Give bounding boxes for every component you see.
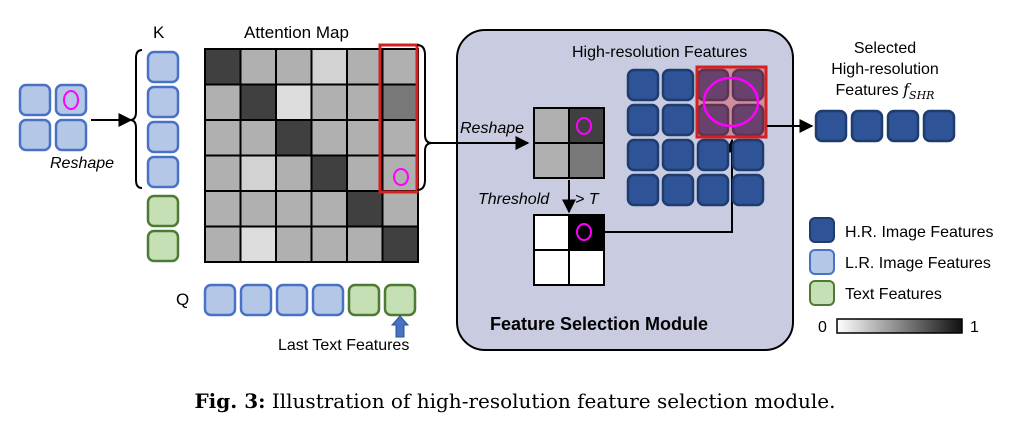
reshape-cell [533, 107, 570, 144]
k-label: K [153, 23, 165, 42]
hr-feature-cell [696, 173, 730, 207]
gt-t-label: > T [575, 191, 600, 208]
figure-caption: Fig. 3: Illustration of high-resolution … [194, 389, 835, 413]
arrow-to-hr [604, 138, 739, 233]
attention-cell [239, 119, 277, 157]
attn-bracket [416, 44, 433, 191]
attention-cell [310, 83, 348, 121]
attention-cell [381, 225, 419, 263]
reshape-cell [568, 142, 605, 179]
threshold-cell [533, 249, 570, 286]
attention-cell [239, 190, 277, 228]
attention-highlight [378, 43, 419, 194]
hr-feature-cell [661, 68, 695, 102]
legend-swatch-lr [809, 249, 835, 275]
scale-max-label: 1 [970, 319, 979, 336]
hr-feature-cell [626, 173, 660, 207]
threshold-label: Threshold [478, 191, 550, 208]
attention-cell [381, 119, 419, 157]
magenta-marker-threshold [576, 223, 592, 241]
hr-feature-cell [661, 138, 695, 172]
attention-cell [275, 154, 313, 192]
attention-cell [310, 119, 348, 157]
q-row [203, 283, 417, 317]
attention-cell [239, 154, 277, 192]
magenta-marker-attn [393, 168, 409, 186]
magenta-marker-hr [702, 76, 760, 128]
reshape-left-label: Reshape [50, 155, 114, 172]
q-label: Q [176, 290, 189, 309]
attention-cell [204, 83, 242, 121]
attention-cell [381, 48, 419, 86]
attention-cell [239, 48, 277, 86]
threshold-cell [568, 249, 605, 286]
attention-cell [346, 154, 384, 192]
hr-features-title: High-resolution Features [572, 44, 747, 61]
attention-cell [239, 225, 277, 263]
last-text-label: Last Text Features [278, 337, 409, 354]
selected-line3: Features fSHR [836, 80, 935, 102]
attention-cell [204, 190, 242, 228]
attention-cell [204, 119, 242, 157]
module-title: Feature Selection Module [490, 314, 708, 334]
attention-cell [381, 83, 419, 121]
attention-cell [275, 48, 313, 86]
attention-cell [275, 190, 313, 228]
attention-cell [381, 190, 419, 228]
attention-cell [346, 190, 384, 228]
attention-cell [275, 119, 313, 157]
k-bracket [129, 49, 143, 189]
hr-feature-cell [626, 138, 660, 172]
attention-cell [346, 83, 384, 121]
selected-hr-row [814, 109, 956, 143]
k-column [146, 50, 180, 263]
hr-feature-cell [696, 138, 730, 172]
attention-cell [204, 154, 242, 192]
attention-cell [310, 154, 348, 192]
scale-bar [836, 318, 963, 334]
lr-token-grid [18, 83, 88, 152]
attention-cell [346, 225, 384, 263]
attention-cell [310, 48, 348, 86]
reshape-mid-label: Reshape [460, 120, 524, 137]
reshape-grid [533, 107, 605, 179]
magenta-marker-left [63, 90, 79, 110]
attention-cell [239, 83, 277, 121]
attention-map [204, 48, 419, 263]
hr-feature-cell [626, 103, 660, 137]
threshold-cell [568, 214, 605, 251]
hr-feature-cell [731, 173, 765, 207]
attention-cell [310, 190, 348, 228]
hr-feature-cell [626, 68, 660, 102]
legend-swatch-hr [809, 217, 835, 243]
attention-map-title: Attention Map [244, 23, 349, 42]
attention-cell [204, 48, 242, 86]
legend-label-hr: H.R. Image Features [845, 224, 994, 241]
hr-feature-cell [661, 173, 695, 207]
legend-swatch-text [809, 280, 835, 306]
legend-label-lr: L.R. Image Features [845, 255, 991, 272]
legend: H.R. Image Features L.R. Image Features … [809, 217, 994, 306]
scale-min-label: 0 [818, 319, 827, 336]
attention-cell [346, 48, 384, 86]
attention-cell [275, 225, 313, 263]
attention-cell [204, 225, 242, 263]
reshape-cell [568, 107, 605, 144]
last-text-arrow-icon [390, 315, 410, 338]
magenta-marker-reshape [576, 117, 592, 135]
attention-cell [346, 119, 384, 157]
selected-line2: High-resolution [831, 61, 939, 78]
reshape-cell [533, 142, 570, 179]
hr-feature-cell [731, 138, 765, 172]
hr-feature-cell [661, 103, 695, 137]
threshold-cell [533, 214, 570, 251]
attention-cell [310, 225, 348, 263]
attention-cell [275, 83, 313, 121]
legend-label-text: Text Features [845, 286, 942, 303]
threshold-grid [533, 214, 605, 286]
selected-line1: Selected [854, 40, 916, 57]
